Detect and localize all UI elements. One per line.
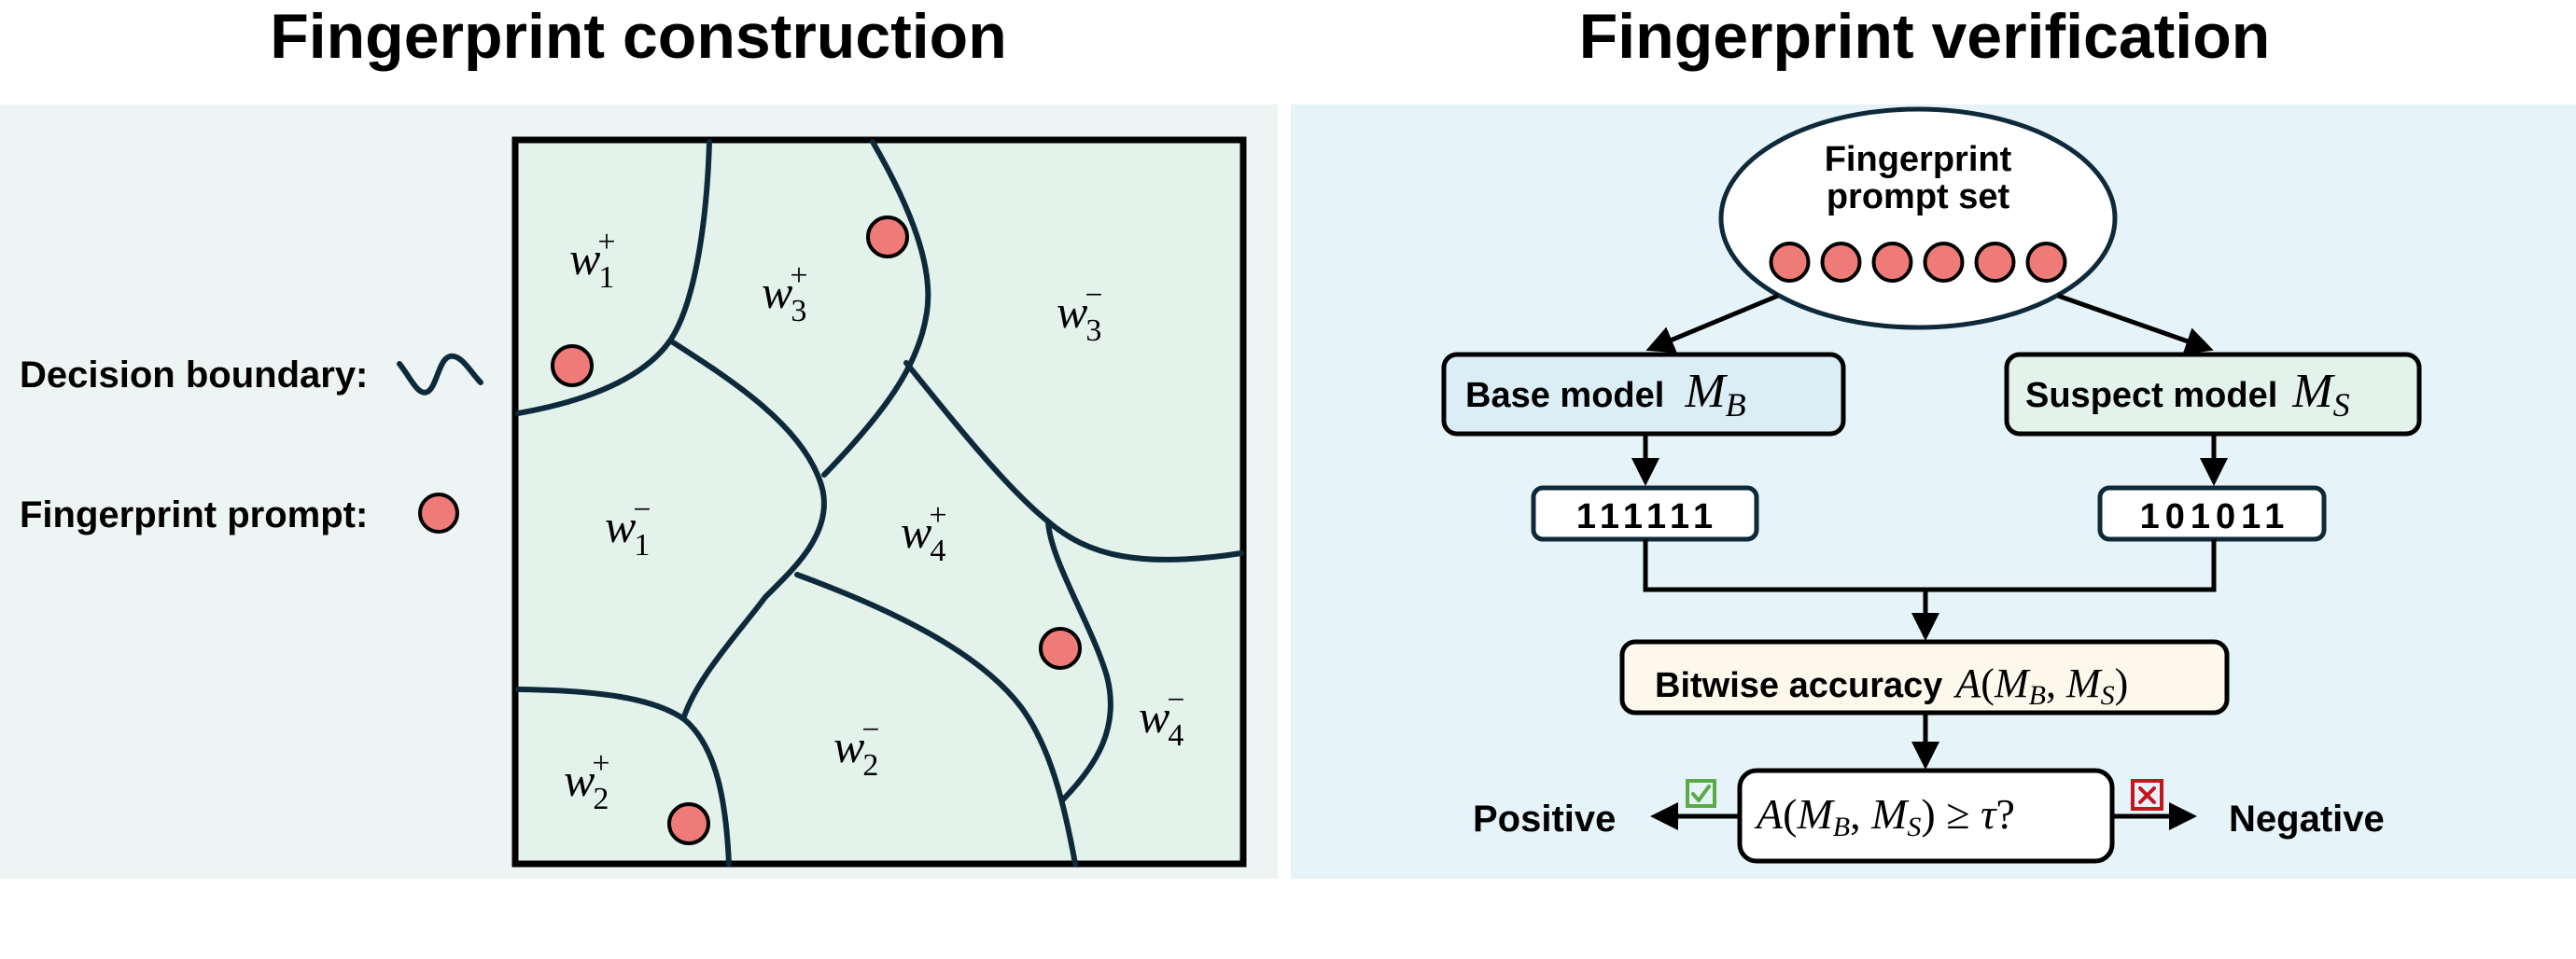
region-label-w4-minus: w4−: [1139, 683, 1185, 753]
threshold-formula: A(MB, MS) ≥ τ?: [1754, 790, 2015, 842]
negative-label: Negative: [2229, 799, 2385, 840]
verification-section: Fingerprint verification Fingerprint pro…: [1291, 1, 2576, 879]
accuracy-box: [1619, 639, 2230, 716]
fingerprint-prompt-dot: [667, 802, 710, 845]
prompt-set-dot: [1769, 242, 1811, 283]
prompt-dot-icon: [418, 493, 459, 534]
decision-boundary: [794, 572, 1078, 867]
prompt-set-dots: [1769, 242, 2067, 283]
arrow-to-base-model: [1645, 293, 1779, 354]
decision-boundary: [821, 139, 931, 478]
decision-boundary: [515, 687, 732, 867]
legend: Decision boundary: Fingerprint prompt:: [20, 353, 483, 535]
prompt-set-dot: [2025, 242, 2067, 283]
suspect-model-box: [2004, 352, 2422, 437]
prompt-set-label-line2: prompt set: [1827, 177, 2010, 216]
decision-space-box: [511, 136, 1247, 868]
arrow-to-suspect-model: [2057, 293, 2214, 354]
suspect-bits-node: 101011: [2097, 485, 2327, 542]
legend-decision-boundary-label: Decision boundary:: [20, 354, 368, 396]
prompt-set-dot: [1923, 242, 1965, 283]
threshold-node: A(MB, MS) ≥ τ?: [1737, 768, 2115, 864]
prompt-set-label-line1: Fingerprint: [1825, 140, 2012, 179]
region-label-w3-minus: w3−: [1057, 278, 1103, 348]
verification-title: Fingerprint verification: [1579, 1, 2271, 72]
prompt-set-dot: [1871, 242, 1913, 283]
base-bits-value: 111111: [1576, 497, 1718, 536]
region-label-w2-minus: w2−: [833, 713, 880, 783]
region-label-w1-plus: w1+: [569, 225, 616, 295]
legend-fingerprint-prompt-label: Fingerprint prompt:: [20, 494, 368, 535]
positive-label: Positive: [1473, 799, 1616, 840]
region-label-w3-plus: w3+: [762, 258, 808, 328]
decision-boundary: [667, 338, 827, 719]
construction-section: Fingerprint construction Decision bounda…: [0, 1, 1278, 879]
base-bits-node: 111111: [1531, 485, 1759, 542]
check-box-icon: [1686, 779, 1716, 808]
fingerprint-prompt-dot: [866, 215, 909, 258]
region-label-w1-minus: w1−: [605, 493, 651, 563]
prompt-set-ellipse: [1718, 106, 2118, 330]
join-connector: [1643, 539, 2217, 592]
suspect-bits-value: 101011: [2140, 497, 2290, 536]
prompt-set-dot: [1974, 242, 2016, 283]
region-label-w2-plus: w2+: [564, 746, 610, 816]
wave-icon: [397, 353, 483, 396]
region-label-w4-plus: w4+: [901, 498, 947, 568]
decision-boundary: [1045, 519, 1113, 802]
decision-space: w1+ w3+ w3− w1− w4+ w4− w2− w2+: [511, 136, 1247, 868]
prompt-set-node: Fingerprint prompt set: [1718, 106, 2118, 330]
cross-box-icon: [2131, 779, 2163, 811]
construction-title: Fingerprint construction: [270, 1, 1007, 72]
prompt-set-dot: [1820, 242, 1862, 283]
base-model-box: [1441, 352, 1846, 437]
fingerprint-prompt-dot: [551, 344, 594, 387]
fingerprint-prompt-dot: [1039, 627, 1082, 670]
